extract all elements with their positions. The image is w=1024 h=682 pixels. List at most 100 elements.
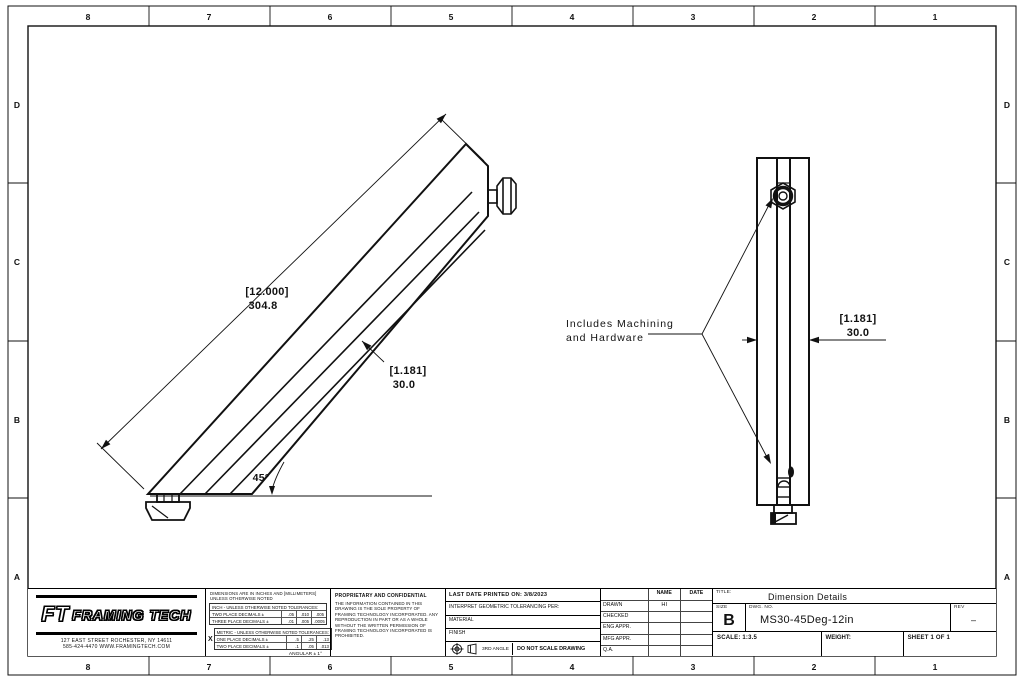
approval-name xyxy=(647,633,680,645)
zone-label: A xyxy=(1004,572,1010,582)
end-fastener xyxy=(487,177,517,215)
zone-ticks xyxy=(8,6,1016,675)
address-line2: 585-424-4470 WWW.FRAMINGTECH.COM xyxy=(62,644,171,650)
tolerance-row: ONE PLACE DECIMALS ± .5 .25 .13 xyxy=(214,635,331,642)
proprietary-notice: PROPRIETARY AND CONFIDENTIAL THE INFORMA… xyxy=(330,589,445,656)
approval-date xyxy=(679,600,712,612)
tolerance-value: .01 xyxy=(281,618,296,624)
do-not-scale-label: DO NOT SCALE DRAWING xyxy=(511,643,597,656)
tolerance-header: DIMENSIONS ARE IN INCHES AND [MILLIMETER… xyxy=(210,591,317,601)
width-dim-inches: [1.181] xyxy=(390,365,427,377)
tolerance-value: .005 xyxy=(311,611,326,617)
zone-label: D xyxy=(14,100,20,110)
date-column-header: DATE xyxy=(679,589,712,600)
finish-cell: FINISH xyxy=(446,629,600,643)
tolerance-value: .1 xyxy=(285,643,301,649)
bottom-hardware xyxy=(770,466,797,525)
front-dimension xyxy=(742,336,886,344)
zone-label: 6 xyxy=(328,662,333,672)
dwg-row: SIZE B DWG. NO. MS30-45Deg-12in REV – xyxy=(713,603,996,633)
zone-labels: 8 7 6 5 4 3 2 1 8 7 6 5 4 3 2 1 D C B A … xyxy=(14,12,1010,672)
front-view xyxy=(756,157,810,525)
isometric-view xyxy=(145,142,517,521)
angular-tolerance: ANGULAR ± 1° xyxy=(288,652,322,657)
zone-label: A xyxy=(14,572,20,582)
hex-nut xyxy=(770,182,796,210)
approval-name: HI xyxy=(647,600,680,612)
front-width-dim-inches: [1.181] xyxy=(840,313,877,325)
zone-label: 8 xyxy=(86,12,91,22)
interpret-cell: INTERPRET GEOMETRIC TOLERANCING PER: xyxy=(446,602,600,616)
tolerance-row: TWO PLACE DECIMALS ± .1 .05 .013 xyxy=(214,642,331,649)
dwg-no-cell: DWG. NO. MS30-45Deg-12in xyxy=(745,603,950,632)
metric-tolerance-wrap: X METRIC - UNLESS OTHERWISE NOTED TOLERA… xyxy=(208,627,332,652)
scale-row: SCALE: 1:3.5 WEIGHT: SHEET 1 OF 1 xyxy=(713,632,996,656)
front-width-dim-mm: 30.0 xyxy=(847,327,870,339)
approval-date xyxy=(679,611,712,623)
tolerance-value: .05 xyxy=(281,611,296,617)
sheet-size: B xyxy=(723,611,735,629)
logo-divider-bottom xyxy=(36,632,197,635)
zone-label: 4 xyxy=(570,662,575,672)
tolerance-value: .5 xyxy=(285,636,301,642)
title-block: FT FRAMING TECH 127 EAST STREET ROCHESTE… xyxy=(28,588,996,657)
company-address: 127 EAST STREET ROCHESTER, NY 14611 585-… xyxy=(34,638,199,650)
approval-name xyxy=(647,622,680,634)
zone-label: D xyxy=(1004,100,1010,110)
zone-label: 6 xyxy=(328,12,333,22)
zone-label: 7 xyxy=(207,12,212,22)
zone-label: 2 xyxy=(812,662,817,672)
zone-label: 3 xyxy=(691,662,696,672)
approvals-table: NAME DATE DRAWN HI CHECKED ENG APPR. MFG… xyxy=(600,589,712,656)
title-area: TITLE: Dimension Details SIZE B DWG. NO.… xyxy=(712,589,996,656)
tolerance-value: .0005 xyxy=(311,618,326,624)
tolerance-row-label: TWO PLACE DECIMALS ± xyxy=(216,643,269,649)
approval-name xyxy=(647,644,680,656)
inch-tolerance-table: INCH - UNLESS OTHERWISE NOTED TOLERANCES… xyxy=(209,603,327,625)
approval-name xyxy=(647,611,680,623)
title-row: TITLE: Dimension Details xyxy=(713,589,996,604)
dwg-number: MS30-45Deg-12in xyxy=(760,613,854,626)
zone-label: 4 xyxy=(570,12,575,22)
inch-tolerance-title: INCH - UNLESS OTHERWISE NOTED TOLERANCES… xyxy=(212,604,319,610)
approvals-corner xyxy=(601,589,648,600)
size-cell: SIZE B xyxy=(713,604,745,632)
length-dim-inches: [12.000] xyxy=(245,286,288,298)
scale-cell: SCALE: 1:3.5 xyxy=(717,635,758,642)
approval-date xyxy=(679,622,712,634)
sheet-cell: SHEET 1 OF 1 xyxy=(902,632,996,656)
zone-label: 3 xyxy=(691,12,696,22)
spec-column: LAST DATE PRINTED ON: 3/8/2023 INTERPRET… xyxy=(445,589,600,656)
third-angle-projection-icon xyxy=(450,643,477,656)
approval-row-label: MFG APPR. xyxy=(601,633,648,645)
title-label: TITLE: xyxy=(716,590,732,595)
projection-cell: 3RD ANGLE DO NOT SCALE DRAWING xyxy=(446,642,600,656)
zone-label: 5 xyxy=(449,12,454,22)
approval-row-label: ENG APPR. xyxy=(601,622,648,633)
zone-label: C xyxy=(1004,257,1010,267)
tolerance-value: .05 xyxy=(300,643,316,649)
approval-row-label: Q.A. xyxy=(601,644,648,656)
tolerance-value: .13 xyxy=(315,636,331,642)
tolerance-value: .005 xyxy=(296,618,311,624)
tolerance-value: .013 xyxy=(315,643,331,649)
zone-label: 2 xyxy=(812,12,817,22)
zone-label: 8 xyxy=(86,662,91,672)
callout-leaders xyxy=(648,198,773,464)
tolerance-row-label: ONE PLACE DECIMALS ± xyxy=(216,636,268,642)
zone-label: B xyxy=(14,415,20,425)
tolerance-value: .010 xyxy=(296,611,311,617)
sheet-border: 8 7 6 5 4 3 2 1 8 7 6 5 4 3 2 1 D C B A … xyxy=(7,5,1017,676)
dwg-no-label: DWG. NO. xyxy=(749,604,774,610)
length-dim-mm: 304.8 xyxy=(248,300,277,312)
proprietary-body: THE INFORMATION CONTAINED IN THIS DRAWIN… xyxy=(335,601,439,639)
tolerance-block: DIMENSIONS ARE IN INCHES AND [MILLIMETER… xyxy=(205,589,332,657)
rev-label: REV xyxy=(954,604,965,610)
rev-cell: REV – xyxy=(950,603,996,632)
zone-label: C xyxy=(14,257,20,267)
zone-label: 5 xyxy=(449,662,454,672)
weight-cell: WEIGHT: xyxy=(820,632,903,656)
iso-dimensions xyxy=(96,113,485,497)
